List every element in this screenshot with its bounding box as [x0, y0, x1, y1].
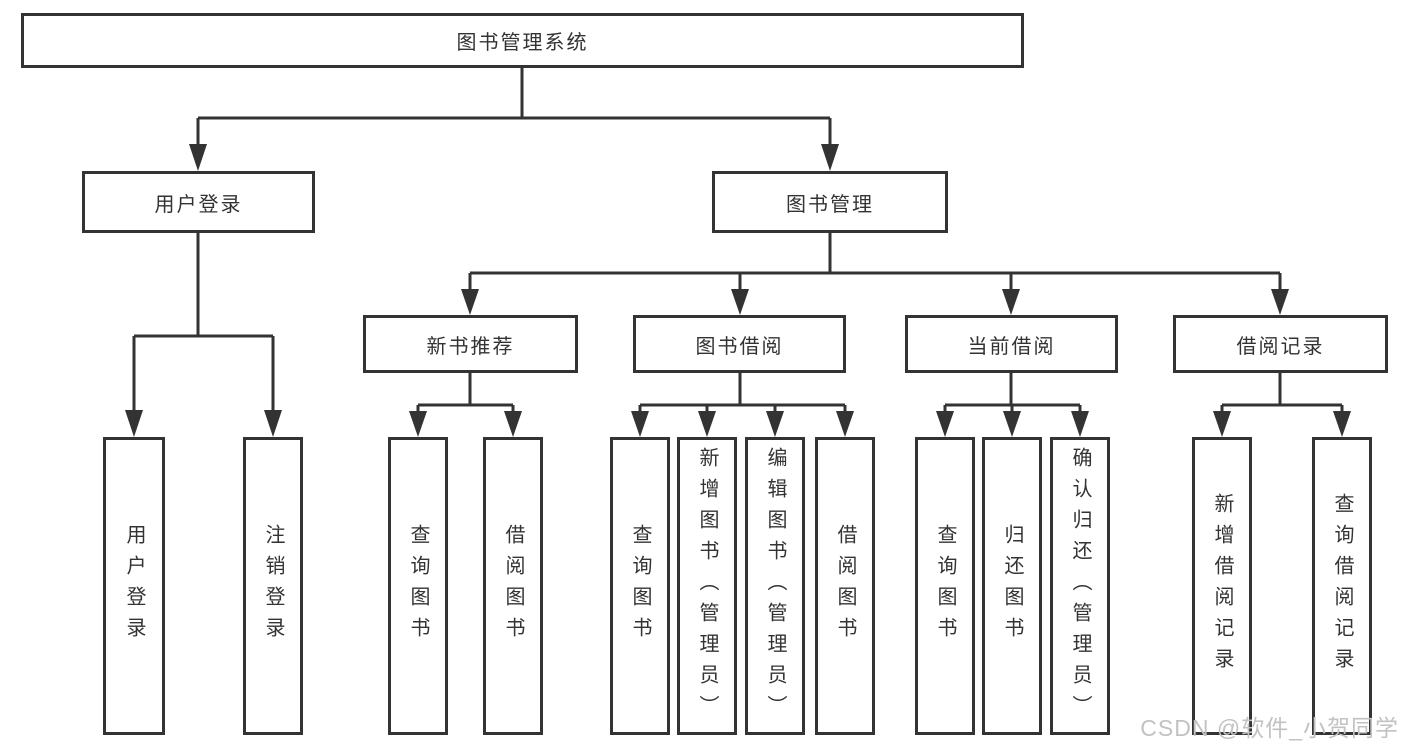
- leaf-user-login: 用户登录: [103, 437, 165, 735]
- node-label: 借阅记录: [1236, 335, 1325, 358]
- node-label: 查询借阅记录: [1331, 493, 1353, 679]
- node-current-borrowing: 当前借阅: [905, 315, 1118, 373]
- connector-book-borrow-to-leaves: [631, 373, 854, 437]
- node-label: 查询图书: [407, 524, 429, 648]
- node-label: 归还图书: [1001, 524, 1023, 648]
- node-user-login: 用户登录: [82, 171, 315, 233]
- leaf-add-borrow-record: 新增借阅记录: [1192, 437, 1252, 735]
- leaf-query-borrow-record: 查询借阅记录: [1312, 437, 1372, 735]
- connector-book-mgmt-to-level3: [461, 233, 1289, 315]
- connector-root-to-level2: [189, 68, 839, 171]
- node-label: 注销登录: [262, 524, 284, 648]
- leaf-add-books-admin: 新增图书（管理员）: [677, 437, 737, 735]
- leaf-query-books: 查询图书: [388, 437, 448, 735]
- leaf-borrow-books: 借阅图书: [815, 437, 875, 735]
- node-new-book-recommend: 新书推荐: [363, 315, 578, 373]
- node-label: 借阅图书: [834, 524, 856, 648]
- node-label: 图书借阅: [695, 335, 784, 358]
- node-label: 查询图书: [629, 524, 651, 648]
- connector-user-login-to-leaves: [125, 233, 282, 437]
- node-label: 图书管理: [786, 193, 874, 216]
- node-label: 当前借阅: [967, 335, 1056, 358]
- node-book-management: 图书管理: [712, 171, 948, 233]
- node-label: 编辑图书（管理员）: [764, 446, 786, 726]
- node-label: 用户登录: [154, 193, 243, 216]
- leaf-query-books: 查询图书: [610, 437, 670, 735]
- node-label: 新书推荐: [426, 335, 515, 358]
- leaf-edit-books-admin: 编辑图书（管理员）: [745, 437, 805, 735]
- connector-borrow-record-to-leaves: [1213, 373, 1351, 437]
- leaf-query-books: 查询图书: [915, 437, 975, 735]
- connector-current-borrow-to-leaves: [936, 373, 1089, 437]
- node-label: 新增图书（管理员）: [696, 446, 718, 726]
- node-label: 用户登录: [123, 524, 145, 648]
- leaf-borrow-books: 借阅图书: [483, 437, 543, 735]
- node-book-borrowing: 图书借阅: [633, 315, 846, 373]
- node-system-root: 图书管理系统: [21, 13, 1024, 68]
- node-borrow-records: 借阅记录: [1173, 315, 1388, 373]
- node-label: 确认归还（管理员）: [1069, 446, 1091, 726]
- connector-new-book-rec-to-leaves: [409, 373, 522, 437]
- node-label: 借阅图书: [502, 524, 524, 648]
- node-label: 新增借阅记录: [1211, 493, 1233, 679]
- leaf-logout: 注销登录: [243, 437, 303, 735]
- leaf-confirm-return-admin: 确认归还（管理员）: [1050, 437, 1110, 735]
- csdn-watermark: CSDN @软件_小贺同学: [1140, 715, 1399, 741]
- leaf-return-books: 归还图书: [982, 437, 1042, 735]
- node-label: 图书管理系统: [456, 32, 589, 54]
- node-label: 查询图书: [934, 524, 956, 648]
